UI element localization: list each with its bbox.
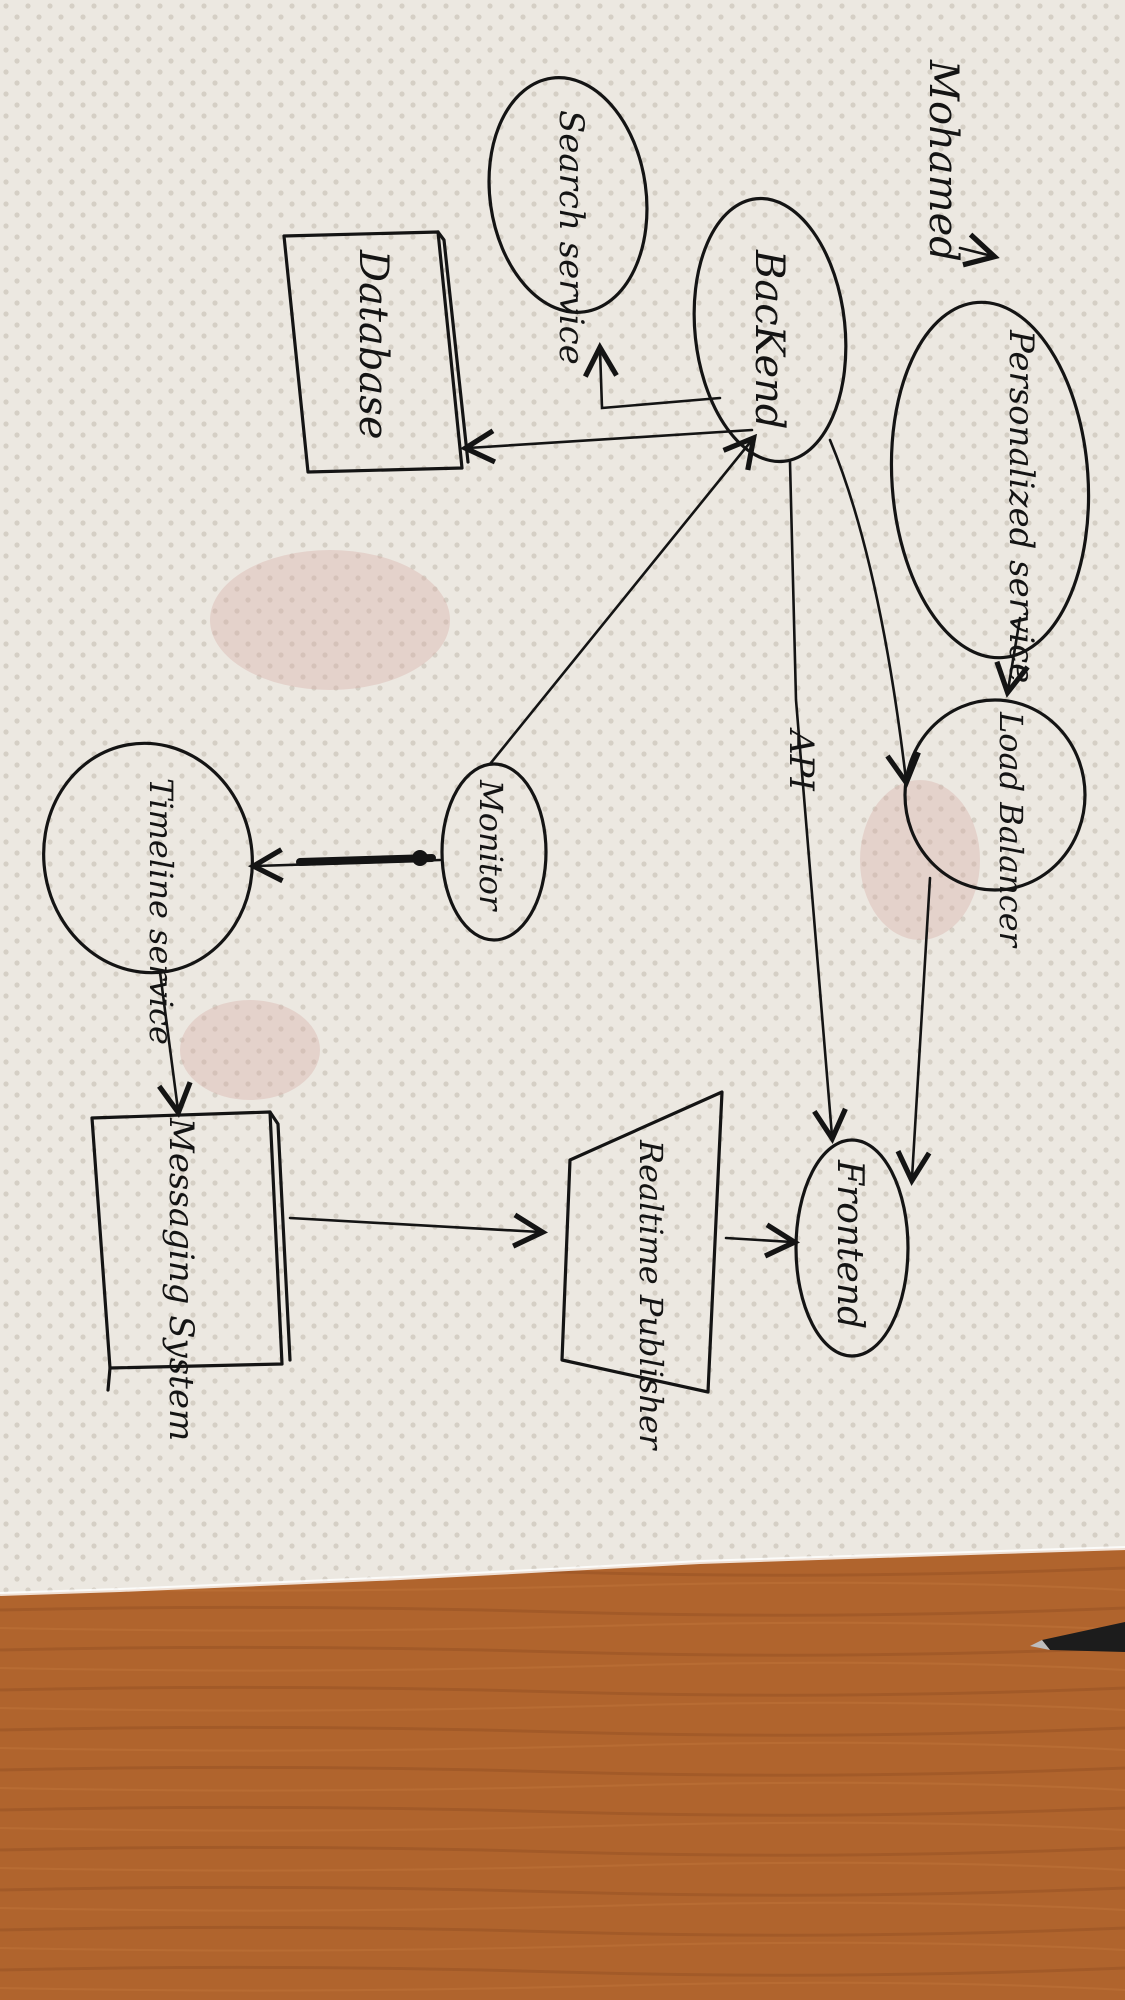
node-monitor [440,762,548,942]
edge-backend-to-database [468,430,754,448]
label-api: API [781,727,821,791]
edge-timeline-to-messaging [160,970,178,1110]
node-backend [692,196,848,464]
edge-backend-to-frontend-api [788,460,832,1136]
label-frontend: Frontend [829,1159,870,1329]
label-database: Database [350,249,396,440]
ink-smudge [296,854,436,866]
label-search-service: Search service [551,110,591,365]
edge-personalized-to-loadbalancer [1008,616,1020,690]
node-database [282,230,464,474]
edge-backend-to-loadbalancer [828,438,906,780]
node-load-balancer [903,698,1087,892]
node-search-service [487,76,649,314]
label-monitor: Monitor [472,779,510,912]
label-load-balancer: Load Balancer [992,711,1030,949]
edge-messaging-to-publisher [288,1218,540,1232]
node-realtime-publisher [560,1090,724,1394]
node-messaging-system [90,1110,284,1370]
edge-author-to-personalized [958,248,992,256]
edge-monitor-to-backend [488,440,752,766]
label-backend: BacKend [746,249,792,430]
ink-dot [412,850,428,866]
label-timeline-service: Timeline service [142,778,180,1045]
edge-publisher-to-frontend [724,1238,792,1242]
edge-backend-to-search [600,350,722,410]
node-timeline-service [42,741,254,975]
edge-loadbalancer-to-frontend [912,876,930,1178]
label-messaging-system: Messaging System [161,1117,201,1441]
pen [1030,1622,1125,1652]
label-personalized-service: Personalized service [1001,329,1041,683]
label-realtime-publisher: Realtime Publisher [632,1139,670,1451]
node-personalized-service [889,300,1091,660]
stain-marks [180,550,980,1100]
author-name: Mohamed [920,59,966,262]
